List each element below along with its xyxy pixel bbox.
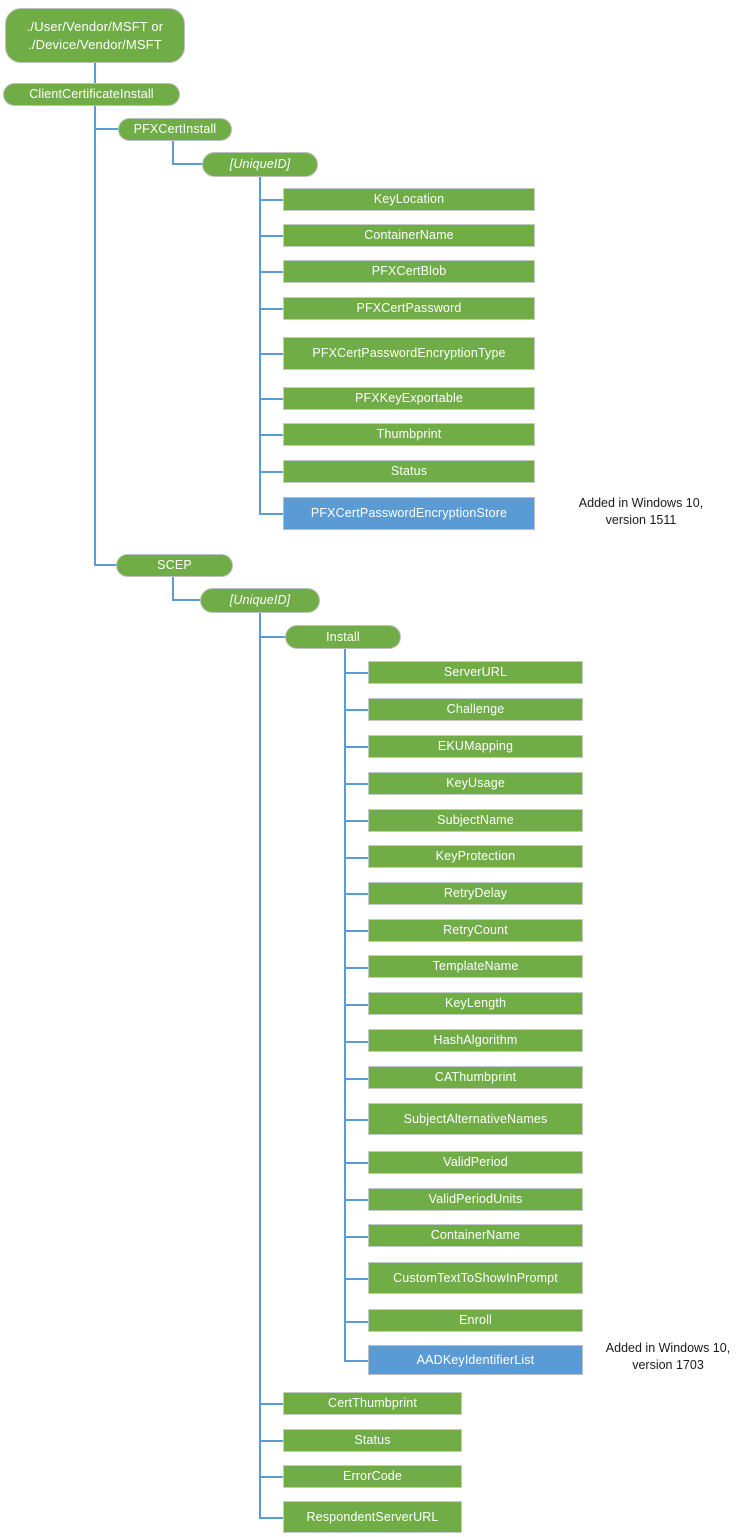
node-pfxcertpasswordencryptiontype[interactable]: PFXCertPasswordEncryptionType (283, 337, 535, 370)
node-keyprotection[interactable]: KeyProtection (368, 845, 583, 868)
connector-pfx-child-rung (259, 353, 284, 355)
node-containername-scep[interactable]: ContainerName (368, 1224, 583, 1247)
node-respondentserverurl[interactable]: RespondentServerURL (283, 1501, 462, 1533)
connector-pfx-child-rung (259, 471, 284, 473)
node-status[interactable]: Status (283, 460, 535, 483)
node-enroll[interactable]: Enroll (368, 1309, 583, 1332)
node-hashalgorithm[interactable]: HashAlgorithm (368, 1029, 583, 1052)
connector-pfx-child-rung (259, 308, 284, 310)
connector-install-child-rung (344, 1119, 369, 1121)
node-install[interactable]: Install (285, 625, 401, 649)
node-errorcode[interactable]: ErrorCode (283, 1465, 462, 1488)
connector-install-child-rung (344, 1078, 369, 1080)
connector-install-child-rung (344, 1360, 369, 1362)
connector-scep-spine (172, 576, 174, 600)
node-aadkeyidentifierlist[interactable]: AADKeyIdentifierList (368, 1345, 583, 1375)
node-ekumapping[interactable]: EKUMapping (368, 735, 583, 758)
connector-pfx-uniqueid-spine (259, 177, 261, 514)
node-certthumbprint[interactable]: CertThumbprint (283, 1392, 462, 1415)
node-root[interactable]: ./User/Vendor/MSFT or ./Device/Vendor/MS… (5, 8, 185, 63)
connector-install-child-rung (344, 709, 369, 711)
connector-install-child-rung (344, 672, 369, 674)
connector-install-child-rung (344, 1199, 369, 1201)
node-pfxcertpasswordencryptionstore[interactable]: PFXCertPasswordEncryptionStore (283, 497, 535, 530)
connector-level1-to-scep (94, 564, 116, 566)
node-validperiodunits[interactable]: ValidPeriodUnits (368, 1188, 583, 1211)
node-thumbprint[interactable]: Thumbprint (283, 423, 535, 446)
node-pfxcertpassword[interactable]: PFXCertPassword (283, 297, 535, 320)
node-retrycount[interactable]: RetryCount (368, 919, 583, 942)
connector-install-child-rung (344, 746, 369, 748)
node-pfxcertblob[interactable]: PFXCertBlob (283, 260, 535, 283)
node-scep-uniqueid[interactable]: [UniqueID] (200, 588, 320, 613)
connector-pfx-child-rung (259, 271, 284, 273)
node-keylength[interactable]: KeyLength (368, 992, 583, 1015)
connector-scep-uniqueid-rung (259, 1476, 284, 1478)
connector-scep-uniqueid-spine (259, 612, 261, 1518)
connector-level1-to-pfx (94, 128, 125, 130)
connector-install-child-rung (344, 967, 369, 969)
node-templatename[interactable]: TemplateName (368, 955, 583, 978)
node-subjectname[interactable]: SubjectName (368, 809, 583, 832)
node-cathumbprint[interactable]: CAThumbprint (368, 1066, 583, 1089)
connector-install-child-rung (344, 1041, 369, 1043)
node-serverurl[interactable]: ServerURL (368, 661, 583, 684)
connector-pfx-spine (172, 141, 174, 164)
connector-install-child-rung (344, 1278, 369, 1280)
node-validperiod[interactable]: ValidPeriod (368, 1151, 583, 1174)
connector-pfx-to-uniqueid (172, 163, 203, 165)
connector-pfx-child-rung (259, 398, 284, 400)
node-subjectalternativenames[interactable]: SubjectAlternativeNames (368, 1103, 583, 1135)
connector-level1-spine (94, 105, 96, 566)
node-challenge[interactable]: Challenge (368, 698, 583, 721)
connector-install-child-rung (344, 893, 369, 895)
node-retrydelay[interactable]: RetryDelay (368, 882, 583, 905)
connector-pfx-child-rung (259, 235, 284, 237)
connector-install-child-rung (344, 930, 369, 932)
connector-root-to-level1 (94, 62, 96, 84)
connector-scep-to-uniqueid (172, 599, 202, 601)
node-pfxcertinstall[interactable]: PFXCertInstall (118, 118, 232, 141)
connector-scep-to-install (259, 636, 286, 638)
connector-pfx-child-rung (259, 434, 284, 436)
connector-install-child-rung (344, 783, 369, 785)
connector-scep-uniqueid-rung (259, 1403, 284, 1405)
node-customtexttoshowinprompt[interactable]: CustomTextToShowInPrompt (368, 1262, 583, 1294)
connector-install-child-rung (344, 857, 369, 859)
annotation-scep-added-version: Added in Windows 10, version 1703 (605, 1341, 731, 1372)
connector-scep-uniqueid-rung (259, 1517, 284, 1519)
node-status-scep[interactable]: Status (283, 1429, 462, 1452)
node-keyusage[interactable]: KeyUsage (368, 772, 583, 795)
node-pfx-uniqueid[interactable]: [UniqueID] (202, 152, 318, 177)
node-pfxkeyexportable[interactable]: PFXKeyExportable (283, 387, 535, 410)
connector-install-child-rung (344, 1236, 369, 1238)
connector-install-child-rung (344, 1321, 369, 1323)
connector-scep-uniqueid-rung (259, 1440, 284, 1442)
connector-pfx-child-rung (259, 199, 284, 201)
connector-install-child-rung (344, 1004, 369, 1006)
node-clientcertificateinstall[interactable]: ClientCertificateInstall (3, 83, 180, 106)
annotation-pfx-added-version: Added in Windows 10, version 1511 (578, 496, 704, 527)
node-scep[interactable]: SCEP (116, 554, 233, 577)
connector-install-child-rung (344, 1162, 369, 1164)
connector-pfx-child-rung (259, 513, 284, 515)
connector-install-child-rung (344, 820, 369, 822)
node-keylocation[interactable]: KeyLocation (283, 188, 535, 211)
node-containername[interactable]: ContainerName (283, 224, 535, 247)
